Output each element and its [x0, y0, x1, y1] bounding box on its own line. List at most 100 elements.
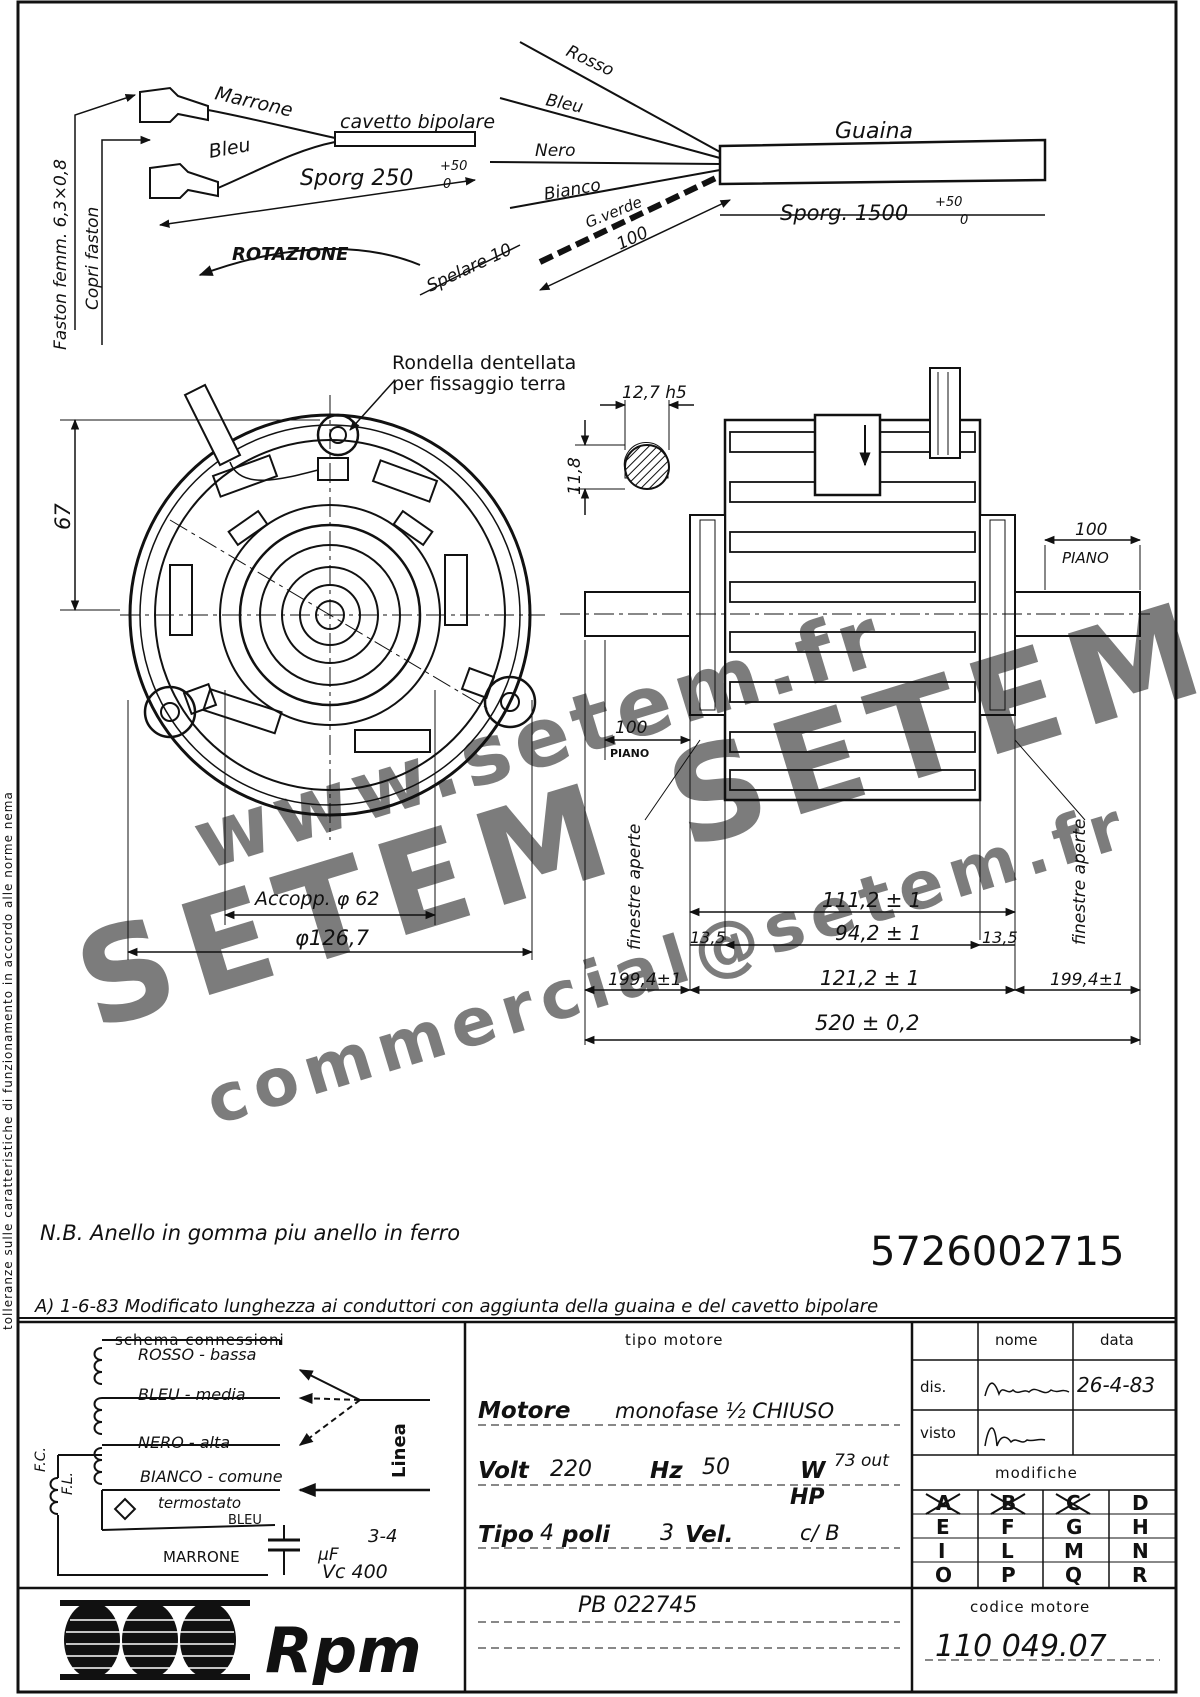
svg-text:finestre aperte: finestre aperte	[625, 824, 645, 950]
svg-text:5726002715: 5726002715	[870, 1229, 1125, 1275]
svg-text:I: I	[938, 1539, 945, 1563]
shaft-section	[575, 400, 694, 515]
svg-text:R: R	[1132, 1563, 1147, 1587]
svg-text:φ126,7: φ126,7	[295, 926, 370, 950]
svg-text:13,5: 13,5	[982, 928, 1018, 947]
svg-text:N.B. Anello in gomma piu anell: N.B. Anello in gomma piu anello in ferro	[40, 1221, 460, 1245]
svg-text:per fissaggio terra: per fissaggio terra	[392, 373, 566, 395]
svg-text:O: O	[935, 1563, 952, 1587]
svg-text:F: F	[1001, 1515, 1015, 1539]
svg-text:Rondella dentellata: Rondella dentellata	[392, 352, 576, 374]
svg-text:0: 0	[960, 213, 968, 228]
svg-text:A) 1-6-83 Modificato lunghezz: A) 1-6-83 Modificato lunghezza ai condut…	[34, 1296, 878, 1317]
svg-text:Bleu: Bleu	[544, 90, 585, 117]
signature-dis	[984, 1382, 1070, 1397]
svg-text:12,7 h5: 12,7 h5	[622, 383, 687, 403]
svg-text:codice motore: codice motore	[970, 1598, 1090, 1616]
svg-text:ROTAZIONE: ROTAZIONE	[232, 244, 349, 265]
svg-text:3: 3	[660, 1521, 674, 1546]
svg-text:visto: visto	[920, 1424, 956, 1442]
title-block-text: nome data dis. 26-4-83 visto modifiche A…	[920, 1331, 1155, 1664]
svg-text:Bianco: Bianco	[542, 175, 602, 205]
svg-text:Linea: Linea	[389, 1423, 410, 1478]
svg-text:94,2 ± 1: 94,2 ± 1	[835, 921, 922, 945]
side-note: tolleranze sulle caratteristiche di funz…	[1, 791, 15, 1330]
motor-type-block: tipo motore Motore monofase ½ CHIUSO Vol…	[478, 1331, 890, 1548]
svg-text:modifiche: modifiche	[995, 1464, 1078, 1482]
front-view-labels: Rondella dentellata per fissaggio terra …	[51, 352, 576, 950]
footer: PB 022745 Rpm	[60, 1593, 697, 1687]
svg-text:Guaina: Guaina	[835, 119, 913, 144]
svg-text:W: W	[800, 1458, 827, 1484]
svg-text:520 ± 0,2: 520 ± 0,2	[815, 1011, 919, 1035]
svg-text:data: data	[1100, 1331, 1134, 1349]
title-block-grid	[18, 1320, 1176, 1692]
svg-text:termostato: termostato	[158, 1494, 241, 1512]
svg-text:poli: poli	[561, 1522, 611, 1548]
motor-front-view	[60, 379, 545, 960]
svg-text:67: 67	[51, 503, 75, 530]
svg-text:111,2 ± 1: 111,2 ± 1	[822, 888, 921, 912]
svg-text:N: N	[1132, 1539, 1149, 1563]
svg-text:Motore: Motore	[478, 1398, 570, 1424]
svg-text:Copri faston: Copri faston	[83, 207, 103, 310]
svg-text:50: 50	[702, 1455, 730, 1480]
svg-text:Accopp. φ 62: Accopp. φ 62	[253, 888, 379, 910]
svg-text:+50: +50	[440, 159, 467, 174]
svg-text:Tipo: Tipo	[478, 1522, 534, 1548]
schema-labels: schema connessioni ROSSO - bassa BLEU - …	[33, 1331, 410, 1583]
svg-text:BLEU: BLEU	[228, 1513, 262, 1528]
svg-text:P: P	[1001, 1563, 1016, 1587]
svg-text:F.C.: F.C.	[33, 1447, 49, 1472]
svg-text:MARRONE: MARRONE	[163, 1548, 240, 1566]
svg-text:Marrone: Marrone	[213, 82, 295, 121]
svg-text:Rosso: Rosso	[563, 41, 617, 80]
svg-text:monofase ½ CHIUSO: monofase ½ CHIUSO	[615, 1399, 834, 1423]
svg-text:199,4±1: 199,4±1	[608, 970, 682, 990]
svg-text:Rpm: Rpm	[265, 1614, 422, 1687]
sheet-border	[16, 0, 1178, 1694]
svg-text:D: D	[1132, 1491, 1149, 1515]
svg-text:PB 022745: PB 022745	[578, 1593, 697, 1618]
signature-visto	[984, 1427, 1046, 1447]
svg-text:Faston femm. 6,3×0,8: Faston femm. 6,3×0,8	[51, 159, 71, 350]
notes: N.B. Anello in gomma piu anello in ferro…	[18, 1221, 1176, 1319]
svg-text:Nero: Nero	[535, 141, 576, 161]
svg-text:100: 100	[1075, 520, 1107, 540]
svg-text:Vc 400: Vc 400	[322, 1561, 388, 1583]
svg-text:M: M	[1064, 1539, 1084, 1563]
svg-text:13,5: 13,5	[690, 928, 726, 947]
svg-text:BIANCO - comune: BIANCO - comune	[140, 1467, 283, 1486]
svg-text:3-4: 3-4	[368, 1526, 397, 1547]
svg-text:dis.: dis.	[920, 1378, 946, 1396]
svg-text:11,8: 11,8	[565, 457, 585, 495]
svg-text:Spelare 10: Spelare 10	[424, 240, 516, 297]
svg-text:121,2 ± 1: 121,2 ± 1	[820, 966, 919, 990]
motor-side-view	[560, 367, 1150, 1045]
svg-text:100: 100	[614, 223, 652, 255]
svg-text:nome: nome	[995, 1331, 1038, 1349]
svg-text:H: H	[1132, 1515, 1149, 1539]
svg-text:Vel.: Vel.	[685, 1522, 733, 1548]
svg-text:Q: Q	[1065, 1563, 1082, 1587]
svg-text:E: E	[936, 1515, 950, 1539]
rpm-logo	[60, 1600, 250, 1680]
svg-text:G: G	[1066, 1515, 1082, 1539]
svg-text:Sporg. 1500: Sporg. 1500	[780, 201, 908, 225]
connection-schema	[49, 1339, 430, 1576]
svg-text:Hz: Hz	[650, 1458, 683, 1484]
svg-text:L: L	[1001, 1539, 1014, 1563]
svg-text:ROSSO - bassa: ROSSO - bassa	[138, 1345, 256, 1364]
wiring-labels: Marrone Bleu cavetto bipolare Sporg 250 …	[51, 41, 968, 350]
svg-text:199,4±1: 199,4±1	[1050, 970, 1124, 990]
svg-text:PIANO: PIANO	[610, 747, 649, 760]
svg-text:73 out: 73 out	[834, 1451, 890, 1471]
svg-text:220: 220	[550, 1457, 592, 1482]
side-view-labels: 100 PIANO 100 PIANO finestre aperte fine…	[608, 520, 1124, 1035]
svg-text:110 049.07: 110 049.07	[935, 1629, 1107, 1664]
svg-text:Volt: Volt	[478, 1458, 530, 1484]
svg-text:Bleu: Bleu	[207, 134, 252, 163]
svg-text:μF: μF	[317, 1545, 339, 1565]
svg-text:+50: +50	[935, 195, 962, 210]
svg-text:Sporg 250: Sporg 250	[300, 166, 413, 191]
